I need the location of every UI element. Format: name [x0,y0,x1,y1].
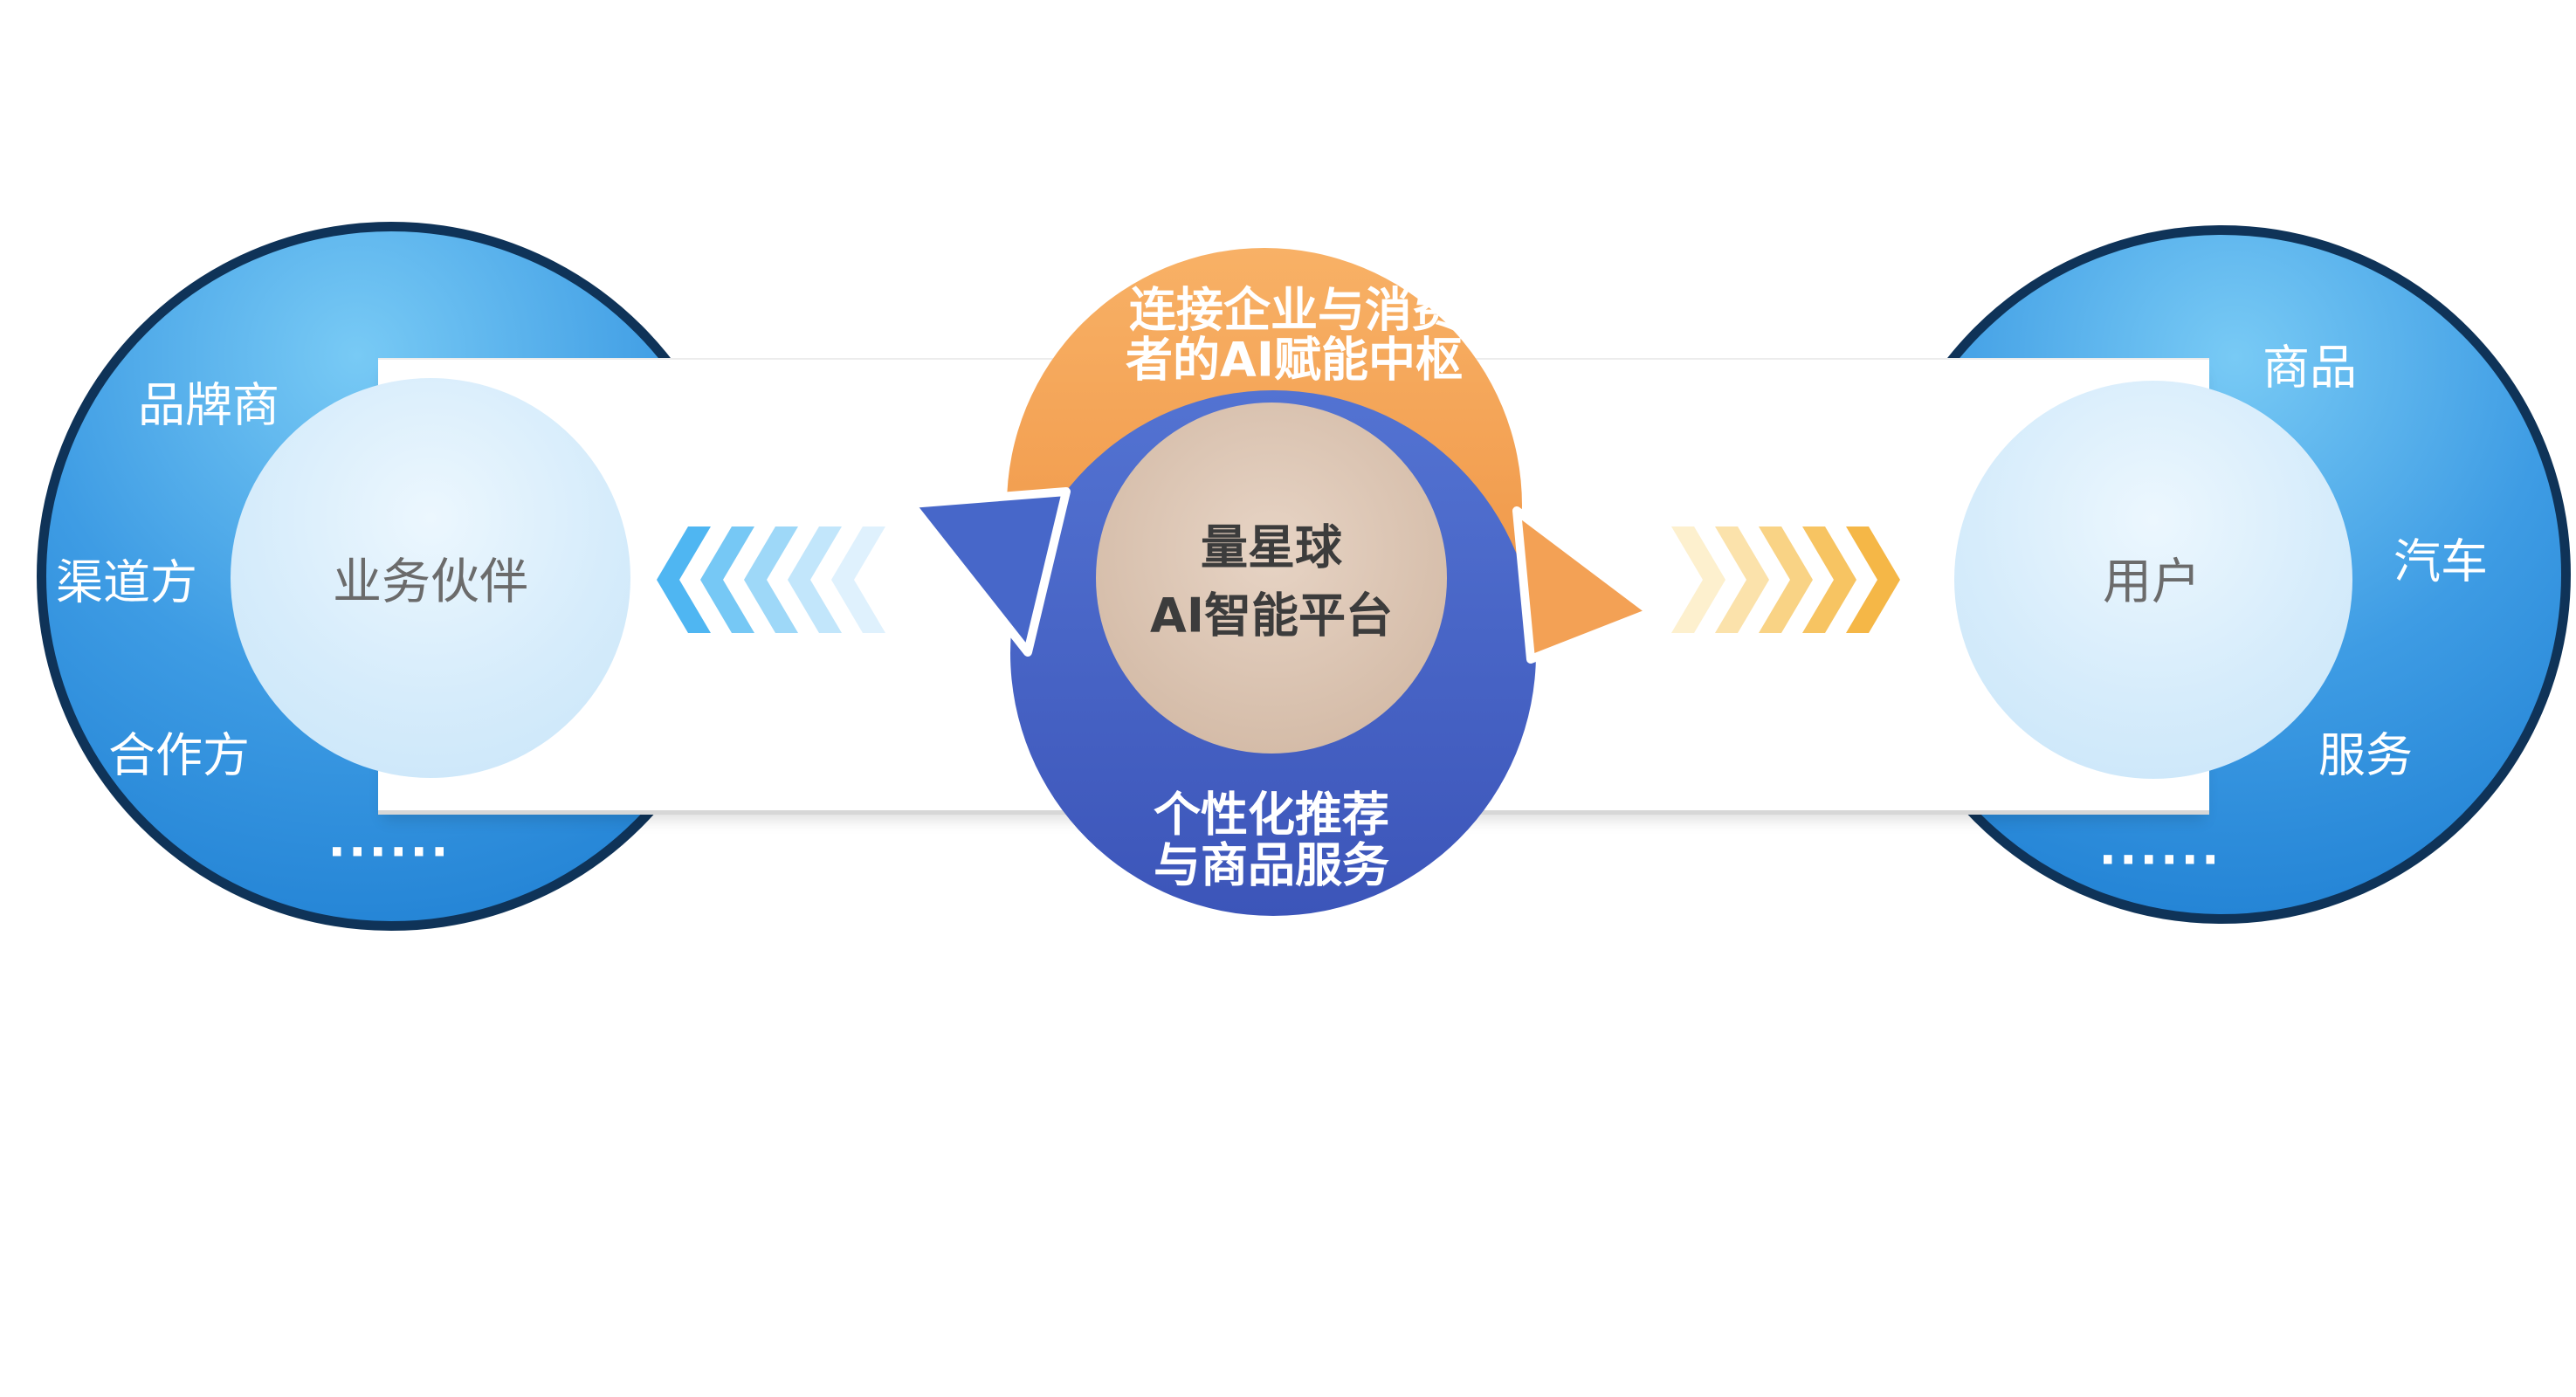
label-services: 服务 [2318,727,2413,783]
chevron-icon [1671,526,1725,633]
label-users: 用户 [2103,554,2201,611]
chevron-icon [788,526,842,633]
partners-inner-circle [231,378,630,778]
users-inner-circle [1954,381,2352,779]
chevron-icon [657,526,711,633]
label-brand-merchants: 品牌商 [138,377,279,433]
chevron-icon [1846,526,1900,633]
chevron-icon [744,526,798,633]
platform-cycle-graphic [906,248,1656,916]
label-business-partners: 业务伙伴 [333,554,528,611]
right-chevron-arrows-icon [1671,526,1900,633]
blue-arrowhead-icon [906,487,1071,657]
orange-arrowhead-icon [1512,506,1656,664]
label-cooperation-parties: 合作方 [108,727,250,783]
hub-caption-line2: 者的AI赋能中枢 [1126,332,1463,388]
hub-caption-line1: 连接企业与消费 [1129,282,1459,338]
right-ellipsis: ...... [2098,820,2222,876]
recommendation-caption-line2: 与商品服务 [1154,837,1389,893]
label-goods: 商品 [2263,340,2357,396]
chevron-icon [700,526,754,633]
label-cars: 汽车 [2393,533,2488,589]
recommendation-caption-line1: 个性化推荐 [1154,787,1389,843]
left-chevron-arrows-icon [657,526,885,633]
platform-name: 量星球 [1201,520,1342,575]
chevron-icon [1802,526,1856,633]
chevron-icon [1759,526,1813,633]
platform-subtitle: AI智能平台 [1150,588,1393,643]
core-platform-circle [1096,403,1447,754]
label-channel-parties: 渠道方 [56,554,197,610]
chevron-icon [1715,526,1769,633]
left-ellipsis: ...... [327,812,451,868]
chevron-icon [831,526,885,633]
